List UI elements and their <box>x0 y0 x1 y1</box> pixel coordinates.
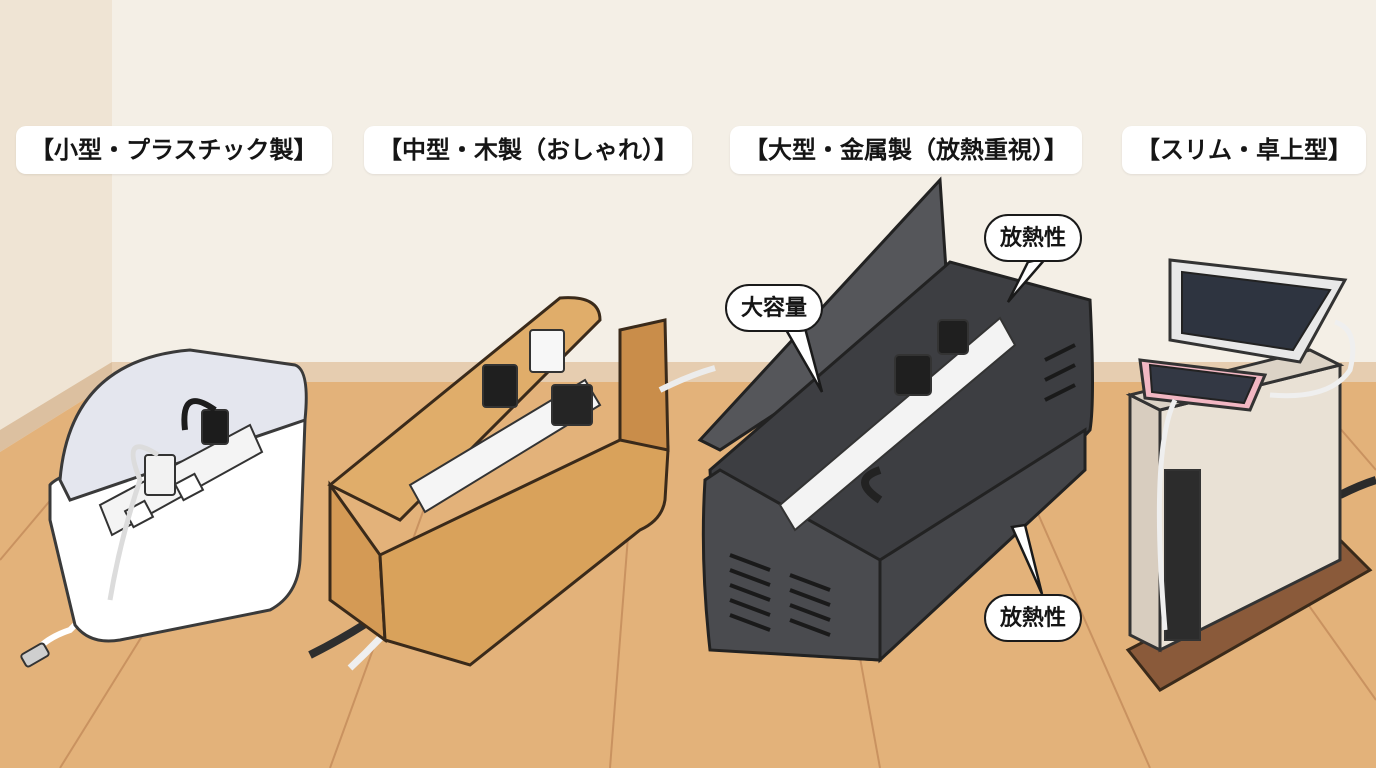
callout-capacity: 大容量 <box>725 284 824 332</box>
callout-heat-bottom: 放熱性 <box>984 594 1083 642</box>
large-metal-box <box>697 176 1094 664</box>
label-medium-wooden: 【中型・木製（おしゃれ）】 <box>364 126 692 174</box>
slim-desktop-stand <box>1125 258 1376 692</box>
callout-heat-top: 放熱性 <box>984 214 1083 262</box>
label-large-metal: 【大型・金属製（放熱重視）】 <box>730 126 1082 174</box>
label-small-plastic: 【小型・プラスチック製】 <box>16 126 332 174</box>
wall <box>0 0 1376 380</box>
small-plastic-box <box>20 348 308 668</box>
label-slim-desktop: 【スリム・卓上型】 <box>1122 126 1366 174</box>
medium-wooden-box <box>308 296 716 671</box>
side-wall <box>0 0 112 440</box>
